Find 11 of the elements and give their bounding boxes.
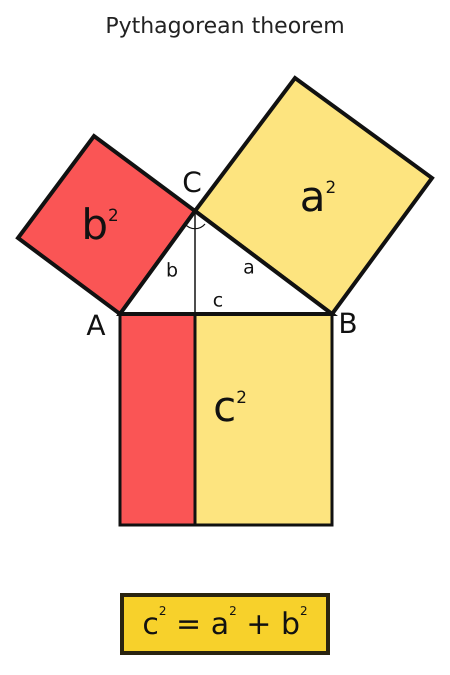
area-label: c$^{2}$ bbox=[213, 386, 247, 428]
vertex-label: B bbox=[338, 310, 358, 338]
side-label: c bbox=[212, 292, 224, 310]
side-label: b bbox=[166, 262, 178, 280]
formula-box: c$^{2}$ = a$^{2}$ + b$^{2}$ bbox=[120, 593, 330, 655]
title: Pythagorean theorem bbox=[104, 14, 346, 39]
vertex-label: C bbox=[182, 169, 202, 197]
side-label: a bbox=[243, 258, 255, 278]
area-label: b$^{2}$ bbox=[81, 204, 119, 246]
area-label: a$^{2}$ bbox=[300, 176, 336, 218]
vertex-label: A bbox=[86, 312, 106, 340]
